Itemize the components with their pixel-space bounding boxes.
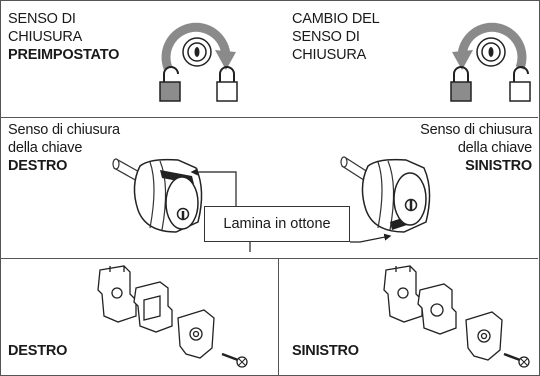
callout-leaders (190, 168, 392, 252)
counterclockwise-arrow-icon (452, 22, 527, 70)
clockwise-arrow-icon (161, 22, 236, 70)
cylinder-right-illustration (112, 158, 203, 233)
closed-padlock-icon-2 (450, 66, 472, 102)
lock-cylinder-icon (182, 37, 212, 67)
preset-line-1: SENSO DI (8, 11, 76, 27)
key-right-line-3: DESTRO (8, 158, 68, 174)
parts-right-illustration (97, 265, 248, 368)
open-padlock-icon (159, 66, 181, 102)
bottom-left-label: DESTRO (8, 343, 68, 359)
key-right-line-1: Senso di chiusura (8, 122, 120, 138)
parts-left-illustration (383, 265, 530, 368)
divider-vertical (278, 258, 279, 375)
preset-direction-text: SENSO DI CHIUSURA PREIMPOSTATO (8, 10, 119, 64)
preset-line-2: CHIUSURA (8, 29, 83, 45)
brass-plate-callout: Lamina in ottone (204, 206, 350, 242)
divider-bottom (0, 258, 538, 259)
divider-top (0, 117, 538, 118)
change-line-2: SENSO DI (292, 29, 360, 45)
open-padlock-icon-2 (509, 66, 531, 102)
change-direction-text: CAMBIO DEL SENSO DI CHIUSURA (292, 10, 380, 64)
key-left-line-3: SINISTRO (465, 158, 532, 174)
bottom-right-label: SINISTRO (292, 343, 359, 359)
closed-padlock-icon (216, 66, 238, 102)
key-direction-right-text: Senso di chiusura della chiave DESTRO (8, 121, 120, 175)
bottom-right-direction-label: DESTRO (8, 342, 67, 360)
change-line-3: CHIUSURA (292, 47, 367, 63)
brass-plate-label: Lamina in ottone (223, 216, 331, 232)
cylinder-left-illustration (340, 156, 431, 233)
lock-cylinder-icon-2 (476, 37, 506, 67)
bottom-left-direction-label: SINISTRO (292, 342, 359, 360)
change-line-1: CAMBIO DEL (292, 11, 380, 27)
key-direction-left-text: Senso di chiusura della chiave SINISTRO (420, 121, 532, 175)
key-right-line-2: della chiave (8, 140, 83, 156)
key-left-line-1: Senso di chiusura (420, 122, 532, 138)
preset-line-3: PREIMPOSTATO (8, 47, 120, 63)
key-left-line-2: della chiave (457, 140, 532, 156)
